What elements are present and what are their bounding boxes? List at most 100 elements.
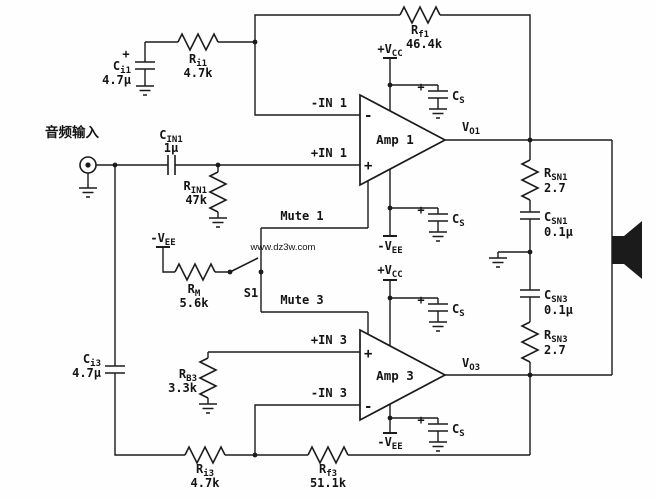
capacitor-csn1-icon (519, 211, 541, 220)
ground-icon (428, 321, 448, 332)
rb3-label: RB3 (179, 367, 197, 384)
vo3-label: VO3 (462, 356, 480, 373)
ci1-label: Ci1 (113, 59, 131, 76)
capacitor-cs3-icon (427, 303, 449, 312)
component-symbols (78, 6, 541, 464)
pin-in3-neg: -IN 3 (311, 386, 347, 400)
ci3-label: Ci3 (83, 352, 101, 369)
ri3-value: 4.7k (191, 476, 221, 490)
capacitor-ci1-icon (134, 61, 156, 70)
wire-vee1 (389, 169, 439, 236)
opamp-amp1: Amp 1 - + (359, 93, 447, 187)
pin-in1-pos: +IN 1 (311, 146, 347, 160)
cs1-label: CS (452, 89, 465, 106)
ri3-label: Ri3 (196, 462, 214, 479)
rsn3-value: 2.7 (544, 343, 566, 357)
amp1-name: Amp 1 (376, 132, 414, 147)
capacitor-cs1-icon (427, 90, 449, 99)
ri1-value: 4.7k (184, 66, 214, 80)
rsn1-label: RSN1 (544, 166, 568, 183)
junction-dot (527, 137, 533, 143)
resistor-rf1-icon (399, 6, 441, 24)
cs2-label: CS (452, 212, 465, 229)
rf3-label: Rf3 (319, 462, 337, 479)
wire-net (87, 14, 613, 456)
resistor-ri1-icon (177, 33, 219, 51)
vee-switch-label: -VEE (150, 231, 175, 248)
junction-dot (252, 452, 258, 458)
ground-icon (488, 257, 508, 268)
loudspeaker-icon (612, 221, 642, 279)
speaker-cone (624, 221, 642, 279)
wire-snubber-rail (497, 140, 531, 455)
wire-inverting-input1 (254, 42, 360, 116)
switch-contact-dot (258, 269, 264, 275)
rf1-value: 46.4k (406, 37, 443, 51)
csn3-label: CSN3 (544, 288, 568, 305)
cin1-label: CIN1 (159, 128, 183, 145)
vcc3-label: +VCC (377, 263, 402, 280)
cs1-polarity-plus: + (417, 80, 424, 94)
rb3-value: 3.3k (168, 381, 198, 395)
s1-label: S1 (244, 286, 258, 300)
wire-ci1-ri1 (144, 41, 255, 86)
speaker-body (612, 236, 624, 264)
pin-in1-neg: -IN 1 (311, 96, 347, 110)
rsn3-label: RSN3 (544, 328, 568, 345)
wire-vcc3 (389, 280, 439, 346)
wire-bottom-ci3 (114, 165, 530, 456)
ground-icon (198, 403, 218, 414)
wire-vcc1 (389, 58, 439, 111)
rm-value: 5.6k (180, 296, 210, 310)
rm-label: RM (188, 282, 201, 299)
wire-feedback1-top (254, 14, 531, 140)
junction-dot (527, 249, 533, 255)
rin1-value: 47k (185, 193, 207, 207)
spst-switch-icon (229, 257, 259, 273)
opamp-triangle-icon (359, 328, 447, 422)
cs3-label: CS (452, 302, 465, 319)
audio-input-jack-icon (79, 156, 97, 174)
mute1-label: Mute 1 (280, 209, 323, 223)
ci1-polarity-plus: + (122, 47, 129, 61)
switch-contact-dot (227, 269, 233, 275)
vcc1-label: +VCC (377, 42, 402, 59)
capacitor-cin1-icon (167, 154, 176, 176)
junction-dot (387, 295, 393, 301)
capacitor-cs2-icon (427, 213, 449, 222)
ri1-label: Ri1 (189, 52, 207, 69)
vo1-label: VO1 (462, 120, 480, 137)
cs3-polarity-plus: + (417, 293, 424, 307)
cs4-label: CS (452, 422, 465, 439)
junction-dot (112, 162, 118, 168)
ground-icon (135, 85, 155, 96)
rsn1-value: 2.7 (544, 181, 566, 195)
resistor-rf3-icon (307, 446, 349, 464)
csn3-value: 0.1μ (544, 303, 573, 317)
rin1-label: RIN1 (184, 179, 208, 196)
opamp-triangle-icon (359, 93, 447, 187)
junction-dot (527, 372, 533, 378)
ci3-value: 4.7μ (72, 366, 101, 380)
power-terminal-bars (156, 57, 397, 434)
junction-dots (112, 39, 533, 458)
wire-vee3 (389, 404, 439, 442)
amp3-name: Amp 3 (376, 368, 414, 383)
opamp-amp3: Amp 3 + - (359, 328, 447, 422)
rf1-label: Rf1 (411, 23, 429, 40)
audio-input-label: 音频输入 (45, 124, 99, 140)
junction-dot (215, 162, 221, 168)
resistor-rin1-icon (209, 171, 227, 213)
ground-icon (428, 441, 448, 452)
junction-dot (387, 205, 393, 211)
jack-pin (85, 162, 91, 168)
amp3-inverting-sign: - (364, 399, 372, 415)
capacitor-cs4-icon (427, 423, 449, 432)
amp3-noninverting-sign: + (364, 346, 372, 362)
junction-dot (387, 82, 393, 88)
supply-bar-icon (156, 57, 397, 434)
wire-amp3-inputs (207, 351, 360, 455)
ground-icon (428, 108, 448, 119)
